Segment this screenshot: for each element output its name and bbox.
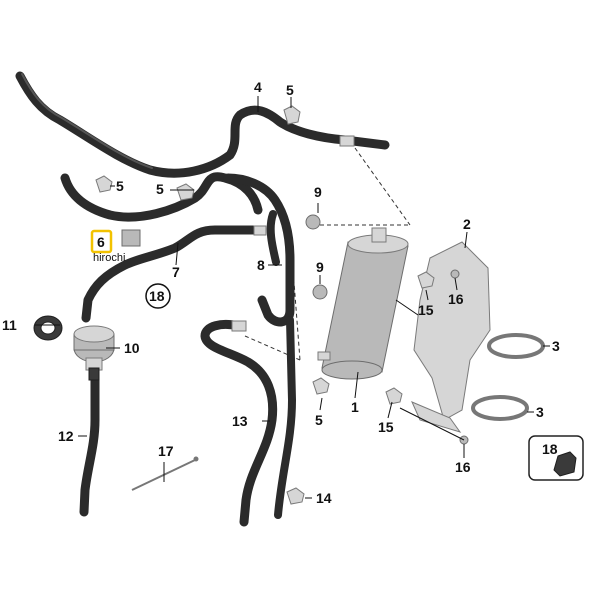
part-10-valve: [73, 325, 115, 381]
label-18-circled: 18: [149, 288, 165, 304]
label-5-bottom: 5: [315, 412, 323, 428]
part-2-bracket: [411, 241, 491, 433]
label-18-inset: 18: [542, 441, 558, 457]
part-17-cable-tie: [131, 456, 199, 491]
label-16-bottom: 16: [455, 459, 471, 475]
part-6-highlight: [90, 229, 113, 254]
watermark-text: hirochi: [93, 252, 125, 264]
label-3-top: 3: [552, 338, 560, 354]
label-17: 17: [158, 443, 174, 459]
hose-12: [79, 375, 100, 517]
hose-13: [200, 316, 296, 527]
label-5-mid: 5: [156, 181, 164, 197]
label-16-top: 16: [448, 291, 464, 307]
part-11-holder: [33, 315, 63, 341]
label-9-bottom: 9: [316, 259, 324, 275]
clip-5-mid: [176, 183, 195, 201]
label-11: 11: [2, 317, 17, 333]
part-3-rings: [471, 333, 545, 421]
hose-13-fitting: [231, 320, 247, 332]
hose-7-fitting: [253, 225, 267, 236]
hose-8: [223, 173, 295, 327]
clip-5-left: [95, 175, 113, 193]
leader-lines: [35, 96, 550, 499]
label-15-bottom: 15: [378, 419, 394, 435]
hose-4: [15, 71, 390, 178]
label-5-left: 5: [116, 178, 124, 194]
part-labels: 4 5 5 5 9 9 6 hirochi 8 7 18 11 10 12 13…: [2, 79, 560, 506]
label-1: 1: [351, 399, 359, 415]
hose-4-fitting: [339, 135, 355, 147]
label-15-top: 15: [418, 302, 434, 318]
label-6: 6: [97, 234, 105, 250]
part-18-circle: [145, 283, 171, 309]
part-6-block: [121, 229, 141, 247]
part-9-bottom: [312, 284, 328, 300]
label-3-bottom: 3: [536, 404, 544, 420]
clips: [95, 105, 330, 505]
clip-5-bottom: [312, 377, 330, 395]
part-1-canister: [317, 227, 409, 380]
part-18-inset: [528, 435, 584, 481]
label-13: 13: [232, 413, 248, 429]
label-7: 7: [172, 264, 180, 280]
label-8: 8: [257, 257, 265, 273]
label-14: 14: [316, 490, 332, 506]
label-2: 2: [463, 216, 471, 232]
label-4: 4: [254, 79, 262, 95]
part-9-top: [305, 214, 321, 230]
label-12: 12: [58, 428, 74, 444]
clip-14: [286, 487, 305, 505]
label-5-top: 5: [286, 82, 294, 98]
label-9-top: 9: [314, 184, 322, 200]
label-10: 10: [124, 340, 140, 356]
